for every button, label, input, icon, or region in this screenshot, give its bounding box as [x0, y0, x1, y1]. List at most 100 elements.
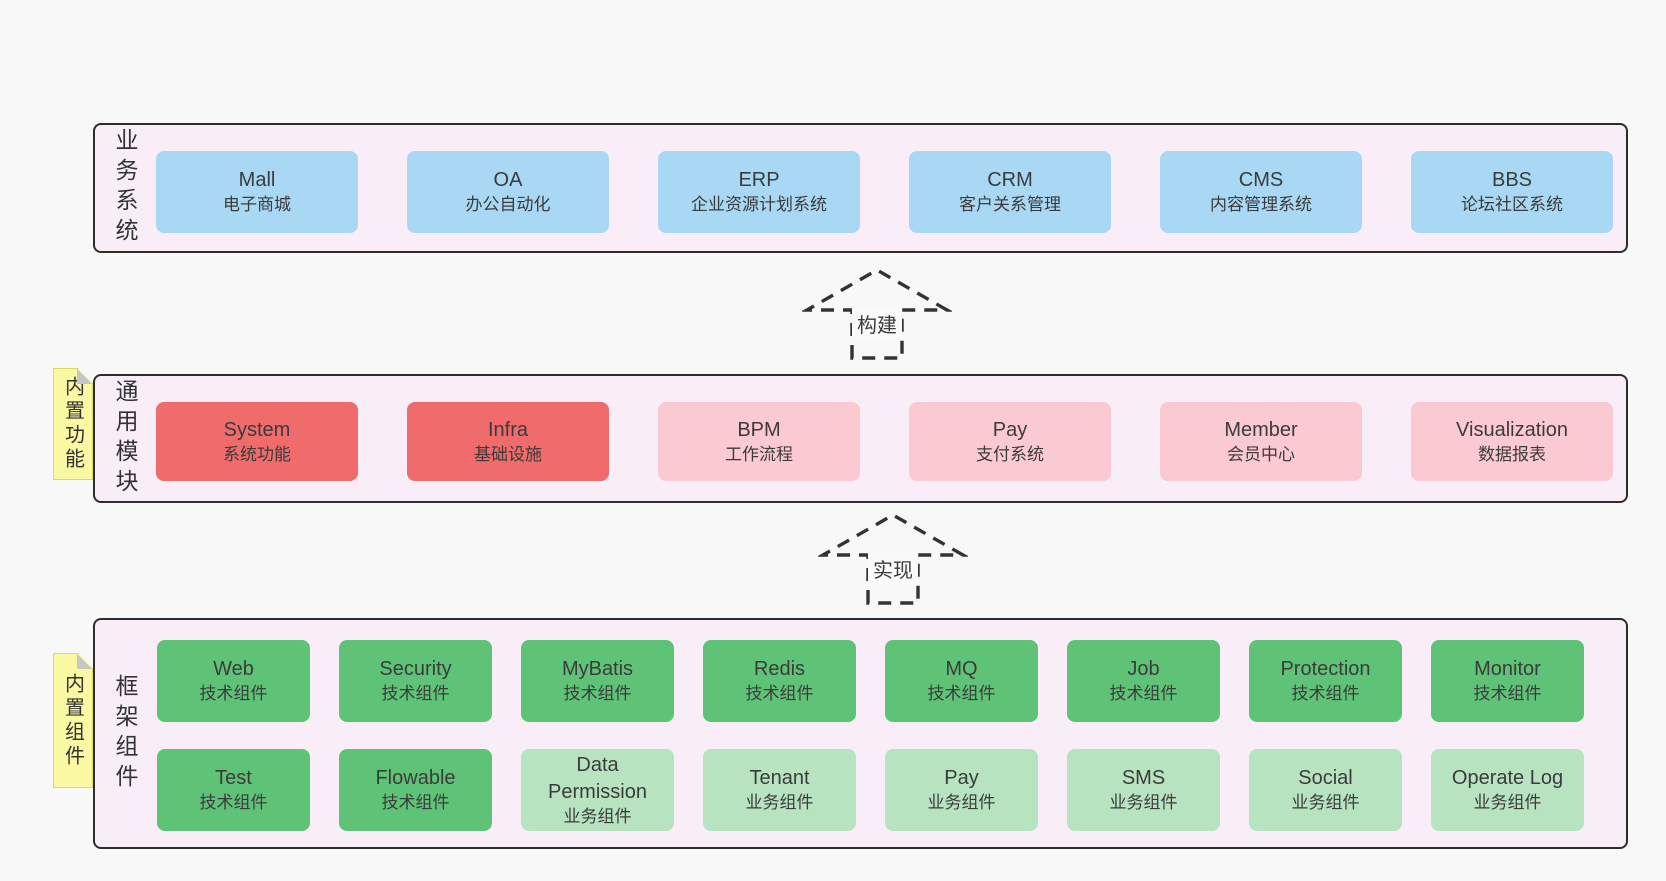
box-bpm: BPM 工作流程 [658, 402, 860, 481]
box-name: Job [1127, 658, 1160, 681]
box-oa: OA 办公自动化 [407, 151, 609, 233]
box-name: Pay [944, 767, 979, 790]
box-crm: CRM 客户关系管理 [909, 151, 1111, 233]
box-bbs: BBS 论坛社区系统 [1411, 151, 1613, 233]
framework-components-row-2: Test 技术组件 Flowable 技术组件 Data Permission … [157, 749, 1584, 831]
box-subtitle: 内容管理系统 [1210, 195, 1312, 215]
folded-corner-icon [77, 369, 92, 384]
sticky-built-in-features-label: 内置功能 [61, 376, 84, 472]
box-subtitle: 技术组件 [1473, 684, 1542, 704]
box-name: Operate Log [1451, 767, 1564, 790]
box-mall: Mall 电子商城 [156, 151, 358, 233]
arrow-build: 构建 [802, 266, 952, 362]
box-subtitle: 技术组件 [563, 684, 632, 704]
box-data-permission: Data Permission 业务组件 [521, 749, 674, 831]
box-pay-module: Pay 支付系统 [909, 402, 1111, 481]
box-name: Protection [1280, 658, 1371, 681]
box-name: Mall [238, 169, 276, 192]
box-name: Flowable [375, 767, 456, 790]
box-name: Data Permission [548, 753, 647, 803]
box-tenant: Tenant 业务组件 [703, 749, 856, 831]
box-web: Web 技术组件 [157, 640, 310, 722]
framework-components-row-1: Web 技术组件 Security 技术组件 MyBatis 技术组件 Redi… [157, 640, 1584, 722]
common-modules-box-row: System 系统功能 Infra 基础设施 BPM 工作流程 Pay 支付系统… [156, 402, 1613, 481]
box-subtitle: 数据报表 [1478, 444, 1546, 464]
box-subtitle: 业务组件 [1291, 793, 1360, 813]
arrow-implement-label: 实现 [868, 553, 918, 584]
box-test: Test 技术组件 [157, 749, 310, 831]
box-cms: CMS 内容管理系统 [1160, 151, 1362, 233]
box-subtitle: 技术组件 [381, 793, 450, 813]
panel-common-modules: 通用模块 System 系统功能 Infra 基础设施 BPM 工作流程 Pay… [93, 374, 1628, 503]
box-name: Security [379, 658, 452, 681]
panel-business-systems-label: 业务系统 [112, 128, 138, 248]
box-job: Job 技术组件 [1067, 640, 1220, 722]
box-subtitle: 会员中心 [1227, 444, 1295, 464]
box-subtitle: 业务组件 [927, 793, 996, 813]
box-name: MQ [945, 658, 978, 681]
box-name: Infra [487, 418, 529, 441]
box-name: Test [215, 767, 252, 790]
box-subtitle: 办公自动化 [465, 195, 551, 215]
box-visualization: Visualization 数据报表 [1411, 402, 1613, 481]
box-mq: MQ 技术组件 [885, 640, 1038, 722]
box-name: System [223, 418, 291, 441]
box-mybatis: MyBatis 技术组件 [521, 640, 674, 722]
panel-framework-components: 框架组件 Web 技术组件 Security 技术组件 MyBatis 技术组件… [93, 618, 1628, 849]
sticky-built-in-components: 内置组件 [53, 653, 93, 788]
box-subtitle: 业务组件 [1473, 793, 1542, 813]
box-subtitle: 技术组件 [381, 684, 450, 704]
box-name: Member [1224, 418, 1298, 441]
box-monitor: Monitor 技术组件 [1431, 640, 1584, 722]
panel-business-systems: 业务系统 Mall 电子商城 OA 办公自动化 ERP 企业资源计划系统 CRM… [93, 123, 1628, 253]
box-subtitle: 支付系统 [976, 444, 1044, 464]
box-name: Tenant [749, 767, 810, 790]
box-system: System 系统功能 [156, 402, 358, 481]
box-subtitle: 系统功能 [223, 444, 291, 464]
box-name: OA [493, 169, 523, 192]
sticky-built-in-components-label: 内置组件 [61, 672, 84, 769]
box-name: Monitor [1474, 658, 1541, 681]
box-subtitle: 工作流程 [725, 444, 793, 464]
panel-framework-components-label: 框架组件 [112, 673, 138, 794]
box-subtitle: 技术组件 [199, 793, 268, 813]
box-name: SMS [1121, 767, 1166, 790]
box-subtitle: 电子商城 [223, 195, 291, 215]
box-security: Security 技术组件 [339, 640, 492, 722]
panel-common-modules-label: 通用模块 [112, 378, 138, 499]
box-name: CRM [987, 169, 1033, 192]
sticky-built-in-features: 内置功能 [53, 368, 93, 480]
folded-corner-icon [77, 654, 92, 669]
box-sms: SMS 业务组件 [1067, 749, 1220, 831]
box-name: BPM [737, 418, 781, 441]
box-protection: Protection 技术组件 [1249, 640, 1402, 722]
business-systems-box-row: Mall 电子商城 OA 办公自动化 ERP 企业资源计划系统 CRM 客户关系… [156, 151, 1613, 233]
box-subtitle: 技术组件 [199, 684, 268, 704]
box-subtitle: 技术组件 [1291, 684, 1360, 704]
arrow-build-label: 构建 [852, 308, 902, 339]
box-flowable: Flowable 技术组件 [339, 749, 492, 831]
box-erp: ERP 企业资源计划系统 [658, 151, 860, 233]
box-name: ERP [738, 169, 780, 192]
box-name: Visualization [1456, 418, 1568, 441]
box-name: Social [1298, 767, 1353, 790]
box-name: Web [213, 658, 254, 681]
box-subtitle: 技术组件 [1109, 684, 1178, 704]
box-name: MyBatis [561, 658, 634, 681]
box-pay-component: Pay 业务组件 [885, 749, 1038, 831]
box-name: Pay [992, 418, 1028, 441]
arrow-implement: 实现 [818, 511, 968, 607]
box-name: CMS [1238, 169, 1284, 192]
box-name: Redis [753, 658, 806, 681]
box-member: Member 会员中心 [1160, 402, 1362, 481]
box-subtitle: 技术组件 [745, 684, 814, 704]
up-arrow-icon [802, 268, 952, 360]
box-subtitle: 业务组件 [563, 806, 632, 826]
box-name: BBS [1491, 169, 1533, 192]
box-subtitle: 论坛社区系统 [1461, 195, 1563, 215]
box-subtitle: 业务组件 [1109, 793, 1178, 813]
box-social: Social 业务组件 [1249, 749, 1402, 831]
up-arrow-icon [818, 513, 968, 605]
box-subtitle: 企业资源计划系统 [691, 195, 827, 215]
